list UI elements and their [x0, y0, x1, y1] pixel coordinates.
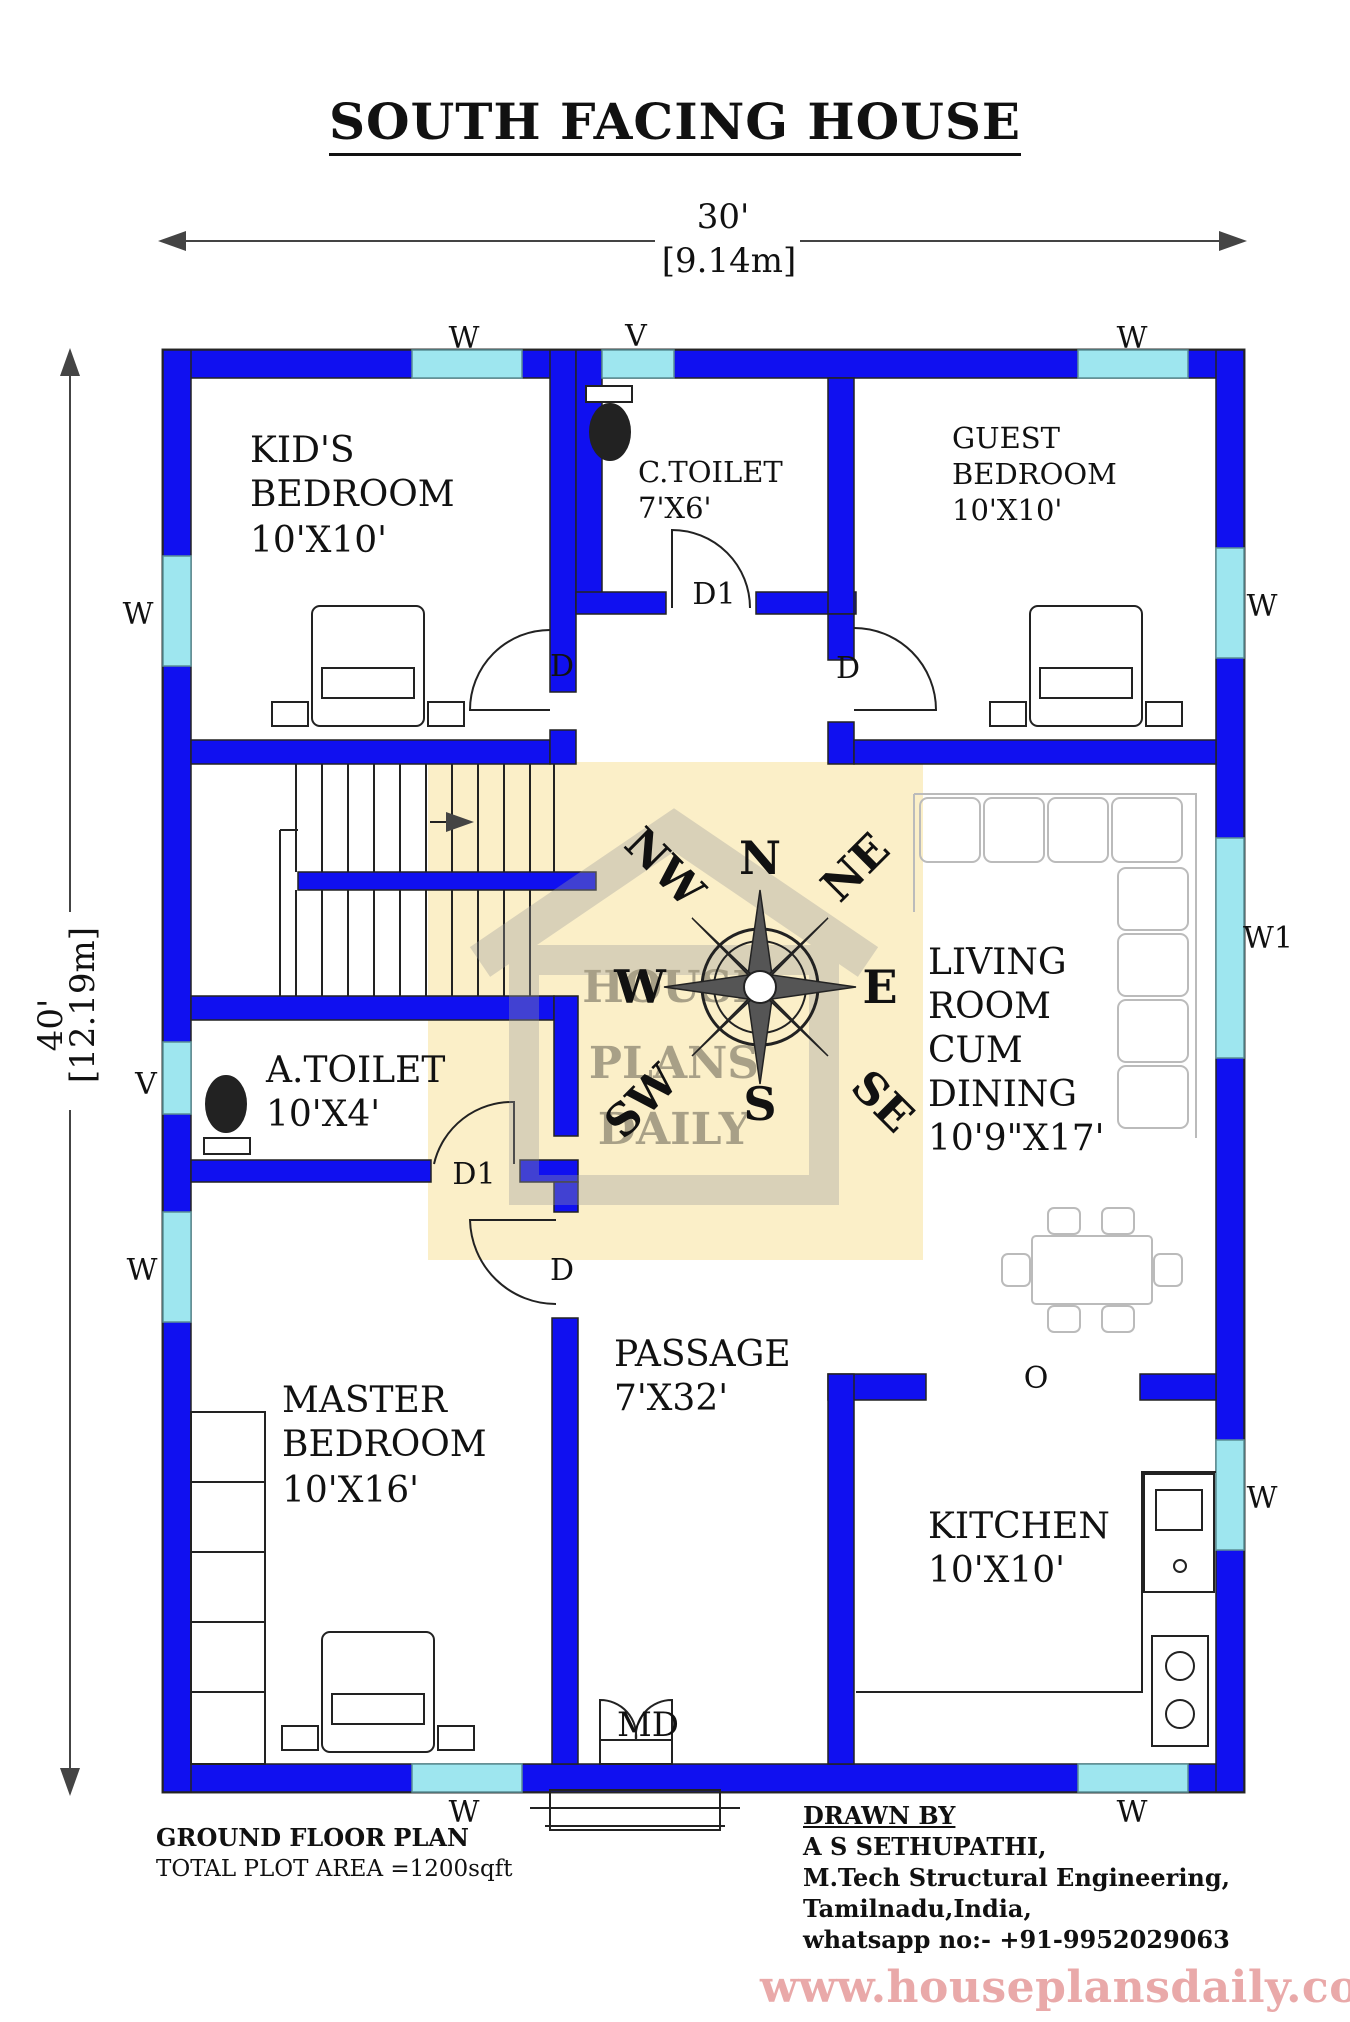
common-toilet-size: 7'X6' — [638, 491, 712, 525]
credits-contact: whatsapp no:- +91-9952029063 — [803, 1925, 1230, 1954]
common-toilet-label: C.TOILET — [638, 455, 783, 489]
kids-bedroom-size: 10'X10' — [250, 520, 387, 561]
living-room-label-2: ROOM — [928, 986, 1051, 1027]
width-dimension: 30' [9.14m] — [158, 197, 1247, 281]
dining-table — [1001, 1207, 1183, 1333]
plan-footer: GROUND FLOOR PLAN TOTAL PLOT AREA =1200s… — [156, 1823, 512, 1882]
master-bed — [281, 1631, 475, 1753]
living-room-label-3: CUM — [928, 1030, 1023, 1071]
opening-label: O — [1024, 1361, 1049, 1396]
passage-label: PASSAGE — [614, 1334, 791, 1375]
compass-n-label: N — [739, 831, 781, 885]
attached-toilet-label: A.TOILET — [265, 1050, 445, 1091]
depth-meter-label: [12.19m] — [63, 927, 103, 1083]
credits-heading: DRAWN BY — [803, 1801, 956, 1830]
window-label: W — [449, 1795, 480, 1830]
window-label: W — [1247, 589, 1278, 624]
width-meter-label: [9.14m] — [662, 241, 796, 281]
watermark-line-2: PLANS — [589, 1038, 759, 1089]
window-label: W — [1117, 1795, 1148, 1830]
door-label: D — [836, 651, 860, 686]
door-label: D — [550, 649, 574, 684]
kids-bedroom-label: KID'S — [250, 430, 355, 471]
master-bedroom-label: MASTER — [282, 1380, 448, 1421]
kitchen-size: 10'X10' — [928, 1550, 1065, 1591]
depth-feet-label: 40' — [31, 999, 71, 1052]
window-label: W — [127, 1253, 158, 1288]
compass-rose: N S E W NE NW SE SW — [595, 818, 923, 1148]
door1-label: D1 — [452, 1157, 495, 1192]
wardrobe — [190, 1411, 266, 1765]
credits-location: Tamilnadu,India, — [803, 1894, 1032, 1923]
living-room-label: LIVING — [928, 942, 1067, 983]
window1-label: W1 — [1243, 921, 1293, 956]
plan-title: SOUTH FACING HOUSE — [0, 92, 1350, 156]
room-labels: KID'S BEDROOM 10'X10' C.TOILET 7'X6' GUE… — [250, 421, 1117, 1591]
credits-name: A S SETHUPATHI, — [803, 1832, 1047, 1861]
guest-bedroom-label: GUEST — [952, 421, 1061, 455]
beds — [271, 605, 1183, 1753]
plot-area: TOTAL PLOT AREA =1200sqft — [156, 1856, 513, 1882]
staircase — [279, 764, 555, 996]
depth-dimension: 40' [12.19m] — [31, 348, 103, 1796]
opening-labels: W V W W W W1 V W W W W D D D1 D1 D O MD — [123, 319, 1293, 1830]
door1-label: D1 — [692, 577, 735, 612]
window-label: W — [123, 597, 154, 632]
kitchen-counter — [856, 1471, 1216, 1747]
window-label: W — [449, 321, 480, 356]
guest-bedroom-label-2: BEDROOM — [952, 457, 1117, 491]
ventilator-label: V — [624, 319, 648, 354]
windows — [162, 349, 1245, 1793]
guest-bed — [989, 605, 1183, 727]
master-bedroom-label-2: BEDROOM — [282, 1424, 487, 1465]
living-room-label-4: DINING — [928, 1074, 1077, 1115]
credits-qualification: M.Tech Structural Engineering, — [803, 1863, 1231, 1892]
main-door-label: MD — [617, 1705, 679, 1745]
compass-s-label: S — [743, 1077, 776, 1131]
website-watermark: www.houseplansdaily.com — [760, 1962, 1350, 2013]
compass-w-label: W — [613, 960, 667, 1014]
watermark-line-3: DAILY — [598, 1104, 751, 1155]
doors — [433, 528, 938, 1831]
kitchen-label: KITCHEN — [928, 1506, 1110, 1547]
width-feet-label: 30' — [697, 197, 750, 237]
guest-bedroom-size: 10'X10' — [952, 493, 1062, 527]
window-label: W — [1247, 1481, 1278, 1516]
ventilator-label: V — [134, 1067, 158, 1102]
kids-bedroom-label-2: BEDROOM — [250, 474, 455, 515]
compass-e-label: E — [862, 960, 897, 1014]
window-label: W — [1117, 321, 1148, 356]
plan-name: GROUND FLOOR PLAN — [156, 1823, 469, 1852]
sofa — [913, 793, 1197, 1138]
attached-toilet-size: 10'X4' — [266, 1094, 380, 1135]
kids-bed — [271, 605, 465, 727]
watermark: HOUSE PLANS DAILY — [469, 808, 879, 1205]
living-room-size: 10'9"X17' — [928, 1118, 1105, 1159]
passage-size: 7'X32' — [614, 1378, 728, 1419]
toilet-fixtures — [203, 385, 633, 1155]
credits-block: DRAWN BY A S SETHUPATHI, M.Tech Structur… — [803, 1800, 1230, 1955]
door-label: D — [550, 1253, 574, 1288]
master-bedroom-size: 10'X16' — [282, 1470, 419, 1511]
